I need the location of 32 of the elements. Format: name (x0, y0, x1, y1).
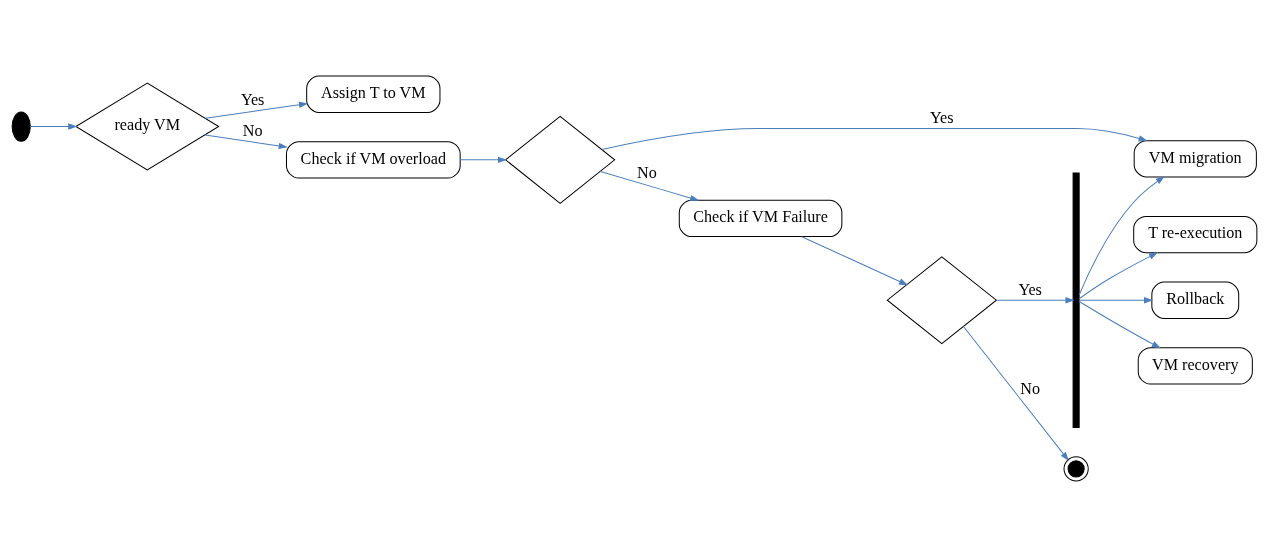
arrow (459, 156, 508, 163)
node-box: Rollback (1151, 281, 1240, 319)
node-box: Assign T to VM (306, 75, 441, 113)
edge-label: No (1020, 379, 1041, 397)
arrow (1078, 251, 1158, 299)
edge-label: No (242, 121, 263, 139)
arrow (601, 127, 1148, 150)
node-box: VM recovery (1137, 346, 1253, 385)
arrow (204, 133, 288, 149)
arrow (963, 325, 1069, 461)
node-circle (11, 110, 31, 142)
edge-label: Yes (1018, 280, 1042, 298)
arrow (599, 170, 700, 201)
node-diamond: ready VM (74, 82, 220, 171)
arrow (1078, 175, 1165, 295)
edge-label: Yes (930, 108, 954, 126)
arrow (1078, 296, 1154, 303)
edge-label: No (637, 163, 657, 181)
node-box: VM migration (1133, 139, 1257, 178)
node-box: T re-execution (1133, 215, 1258, 253)
arrow (801, 235, 909, 285)
node-circle (1063, 455, 1089, 481)
arrow (996, 296, 1075, 303)
arrow (1078, 300, 1161, 348)
node-bar (1072, 171, 1080, 428)
node-diamond (504, 115, 616, 204)
edge-label: Yes (240, 90, 265, 108)
node-box: Check if VM overload (285, 140, 461, 179)
arrow (204, 101, 309, 119)
node-diamond (886, 255, 998, 344)
node-box: Check if VM Failure (678, 199, 843, 237)
arrow (29, 122, 78, 130)
